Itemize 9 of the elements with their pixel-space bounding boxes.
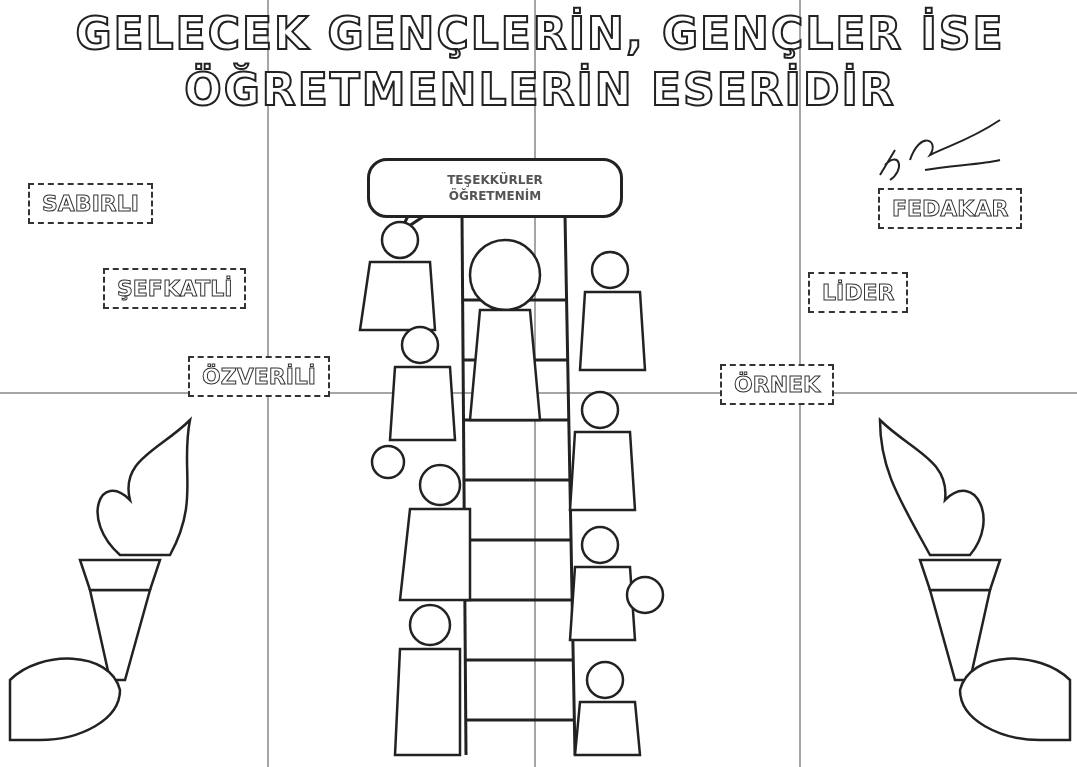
- word-tag: LİDER: [808, 272, 909, 313]
- word-tag: FEDAKAR: [878, 188, 1023, 229]
- bubble-text: TEŞEKKÜRLER ÖĞRETMENİM: [446, 172, 544, 204]
- word-tag: ŞEFKATLİ: [103, 268, 247, 309]
- word-tag: ÖZVERİLİ: [188, 356, 331, 397]
- speech-bubble: [367, 158, 623, 218]
- word-tag: SABIRLI: [28, 183, 153, 224]
- poster-title: GELECEK GENÇLERİN, GENÇLER İSE ÖĞRETMENLERİN ESERİDİR: [74, 6, 1006, 117]
- word-tag: ÖRNEK: [720, 364, 835, 405]
